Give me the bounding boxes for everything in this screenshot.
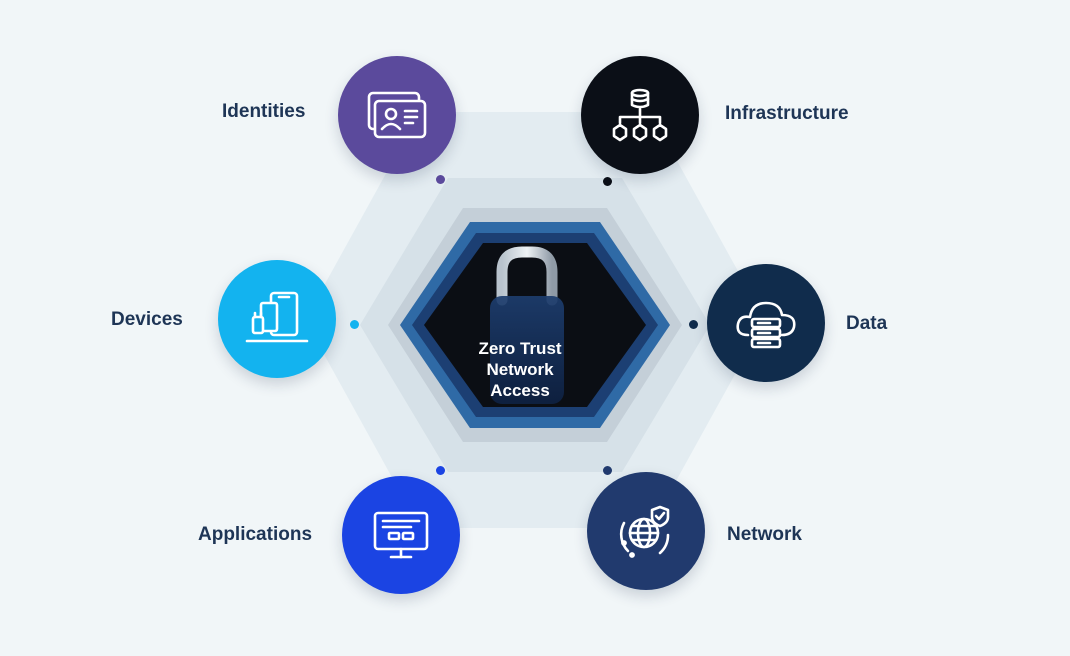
hierarchy-icon <box>612 88 668 142</box>
lock-body <box>490 296 564 404</box>
node-applications <box>342 476 460 594</box>
node-identities <box>338 56 456 174</box>
dot-identities <box>436 175 445 184</box>
label-identities: Identities <box>222 101 306 122</box>
devices-icon <box>245 291 309 343</box>
center-line-2: Network <box>486 360 554 379</box>
dot-infrastructure <box>603 177 612 186</box>
center-line-1: Zero Trust <box>478 339 562 358</box>
dot-devices <box>350 320 359 329</box>
node-data <box>707 264 825 382</box>
node-infrastructure <box>581 56 699 174</box>
label-devices: Devices <box>111 309 183 330</box>
id-card-icon <box>367 91 427 139</box>
dot-data <box>689 320 698 329</box>
node-devices <box>218 260 336 378</box>
label-network: Network <box>727 524 802 545</box>
label-data: Data <box>846 313 888 334</box>
center-line-3: Access <box>490 381 550 400</box>
center-label: Zero Trust Network Access <box>420 338 620 401</box>
cloud-server-icon <box>736 301 796 349</box>
node-network <box>587 472 705 590</box>
label-applications: Applications <box>198 524 313 545</box>
label-infrastructure: Infrastructure <box>725 103 849 124</box>
globe-shield-icon <box>619 505 670 558</box>
monitor-icon <box>373 511 429 559</box>
dot-network <box>603 466 612 475</box>
dot-applications <box>436 466 445 475</box>
lock-shackle <box>496 246 558 306</box>
